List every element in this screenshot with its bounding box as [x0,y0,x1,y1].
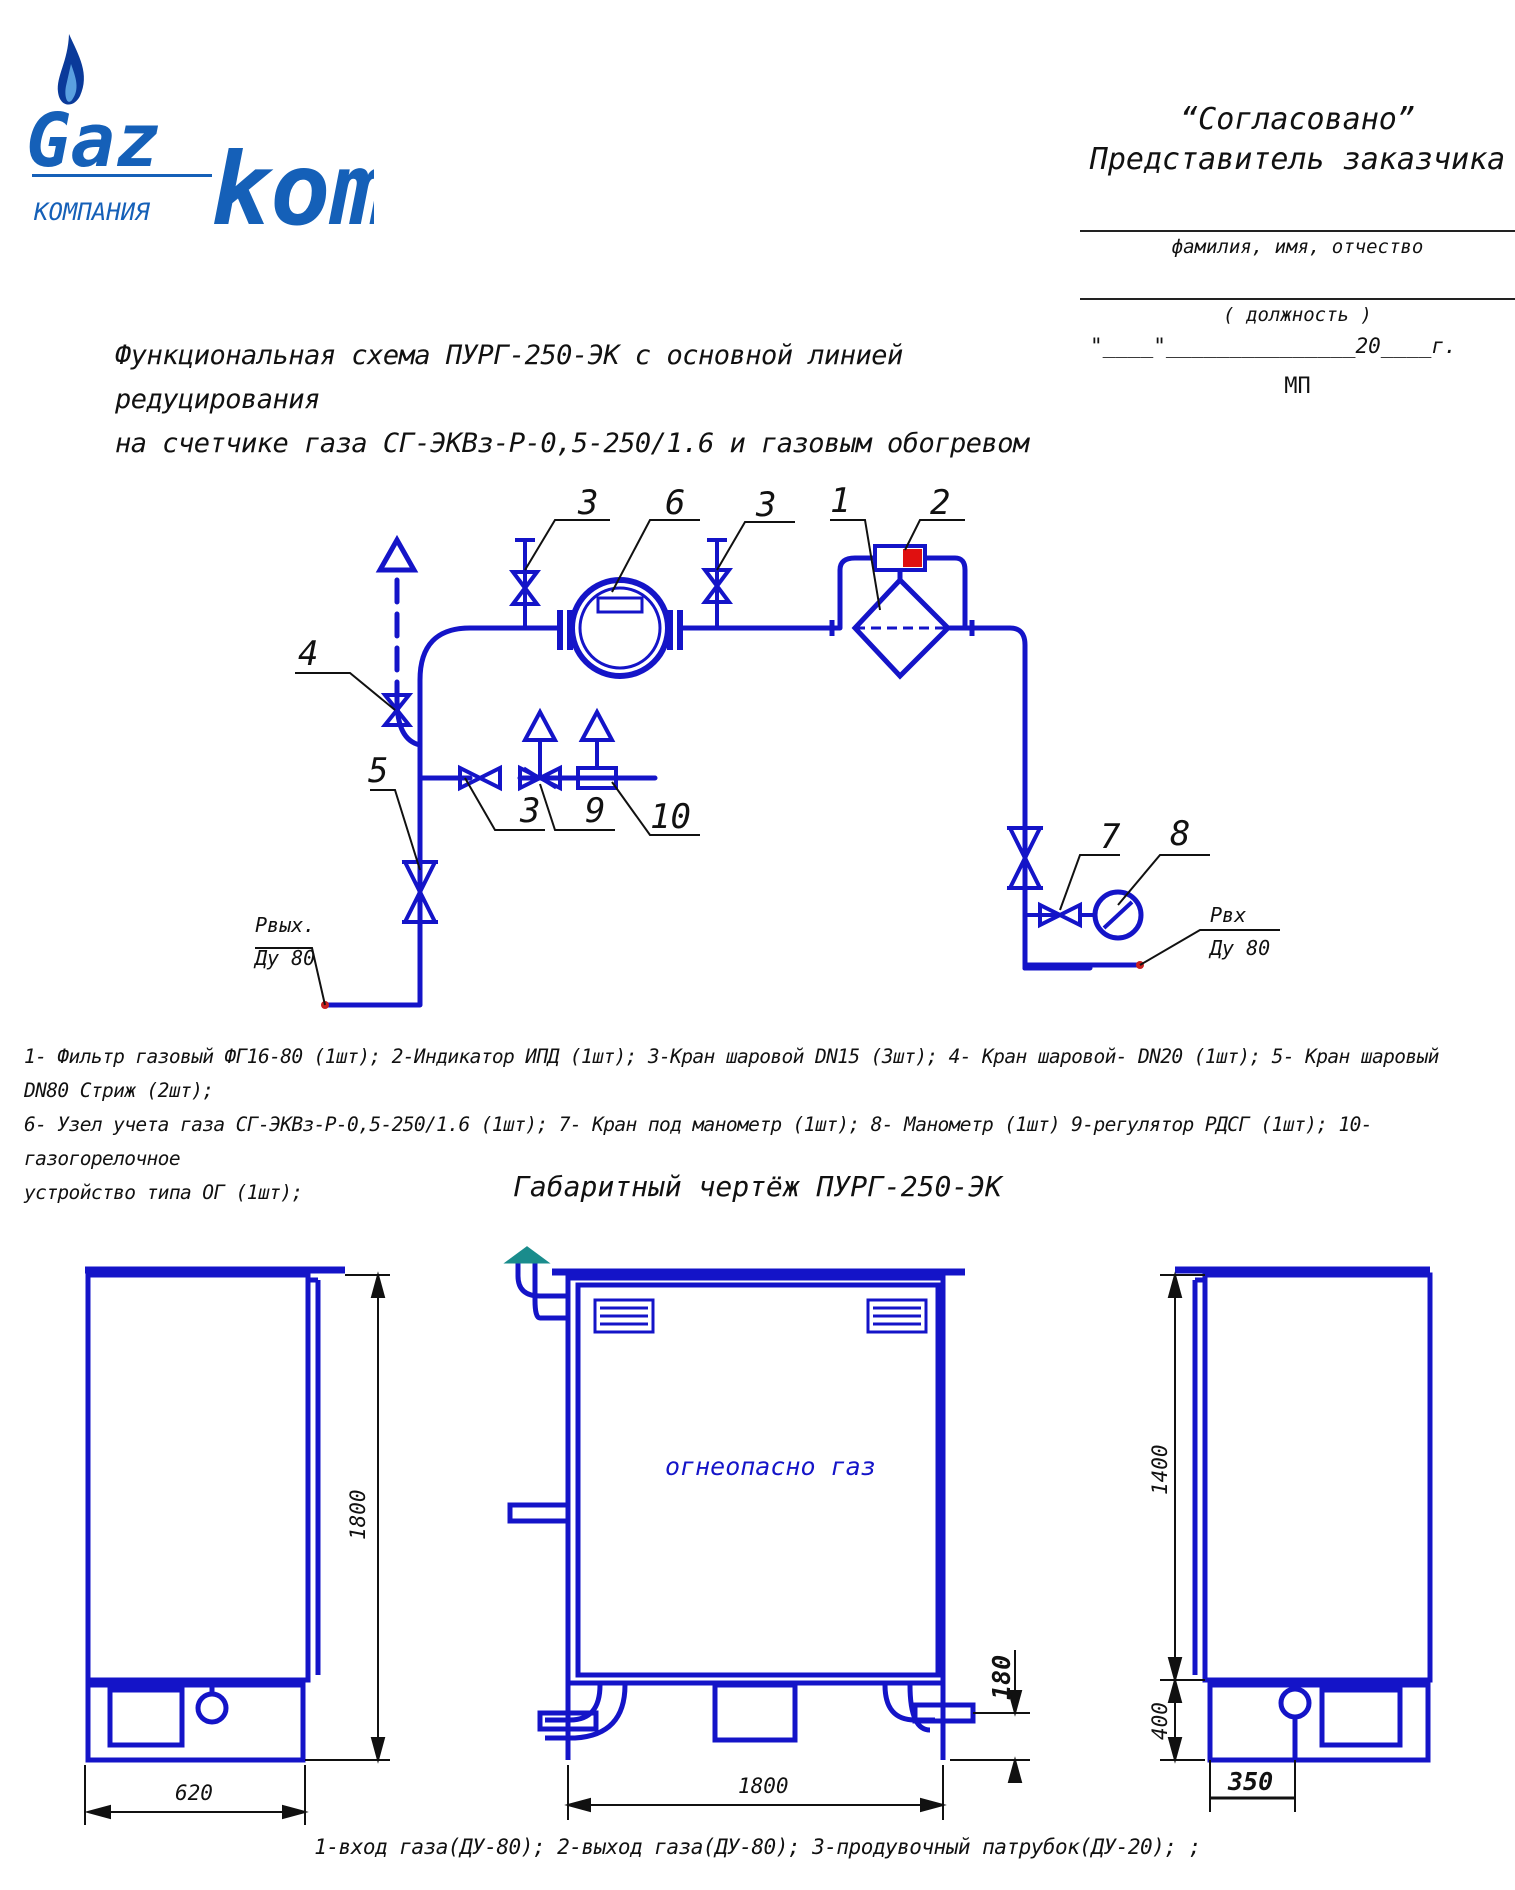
valve-4-icon [380,693,414,727]
valve-3-right-icon [701,538,733,628]
schema-title: Функциональная схема ПУРГ-250-ЭК с основ… [115,334,1075,466]
callout-6: 6 [665,483,685,523]
side-height-label: 1800 [346,1489,370,1540]
signature-line-position [1080,298,1515,300]
right-base-label: 400 [1148,1702,1172,1740]
legend-line-2: 6- Узел учета газа СГ-ЭКВз-Р-0,5-250/1.6… [24,1113,1373,1170]
warning-label: огнеопасно газ [665,1452,876,1481]
right-height-label: 1400 [1148,1444,1172,1495]
callout-2: 2 [930,483,950,523]
outlet-dn-label: Ду 80 [253,946,315,970]
component-legend: 1- Фильтр газовый ФГ16-80 (1шт); 2-Индик… [24,1040,1494,1210]
callout-3-b: 3 [755,485,776,525]
schema-title-line-2: на счетчике газа СГ-ЭКВз-Р-0,5-250/1.6 и… [115,428,1029,459]
callout-5: 5 [368,751,388,791]
outlet-pipe [322,987,423,1008]
callout-10: 10 [650,797,691,837]
callout-3-c: 3 [519,791,540,831]
callout-7: 7 [1100,817,1121,857]
gas-meter-6-icon [557,577,683,679]
valve-5-outlet-icon [401,860,439,924]
legend-line-3: устройство типа ОГ (1шт); [24,1181,303,1204]
approval-title-1: “Согласовано” [1180,102,1415,137]
outlet-pressure-label: Рвых. [255,913,315,937]
gas-filter-1-icon [829,555,975,680]
logo-company-text: КОМПАНИЯ [33,198,150,226]
right-view-cabinet [1175,1266,1433,1763]
valve-3-left-icon [509,538,541,628]
front-pipe-height-label: 180 [987,1655,1016,1700]
company-logo: Gaz КОМПАНИЯ kom [24,34,391,248]
vent-cap-icon [503,1246,551,1264]
logo-gaz-text: Gaz [26,98,160,184]
callout-9: 9 [585,791,605,831]
right-width-label: 350 [1227,1767,1273,1796]
valve-5-inlet-icon [1006,826,1044,890]
indicator-red-mark [903,549,922,567]
functional-scheme: 3 6 3 1 2 4 5 3 9 10 7 8 Рвых. Ду 80 Рвх… [253,481,1280,1009]
vent-arrow-icon [375,534,419,573]
callout-4: 4 [298,634,318,674]
front-view-cabinet [507,1262,976,1760]
manometer-8-icon [1092,889,1144,941]
burner-10-icon [576,707,618,790]
caption-name: фамилия, имя, отчество [1171,236,1424,258]
caption-position: ( должность ) [1223,304,1372,326]
legend-line-1: 1- Фильтр газовый ФГ16-80 (1шт); 2-Индик… [24,1045,1439,1102]
gazkom-logo-icon: Gaz КОМПАНИЯ kom [26,34,391,248]
main-pipe-right [947,625,1093,971]
approval-block: “Согласовано” Представитель заказчика фа… [1080,100,1515,399]
main-pipe-left [417,625,563,843]
stamp-label: МП [1284,374,1311,399]
callout-8: 8 [1170,814,1190,854]
callout-3-a: 3 [577,483,598,523]
inlet-dn-label: Ду 80 [1208,936,1270,960]
logo-kom-text: kom [210,131,374,244]
dimensional-drawings: 620 1800 1800 180 1400 400 350 огнеопасн… [84,1246,1433,1825]
approval-title-2: Представитель заказчика [1089,142,1506,177]
regulator-9-icon [518,707,562,792]
vent-elbow [394,697,423,748]
callout-1: 1 [830,481,850,521]
inlet-pressure-label: Рвх [1210,903,1246,927]
dimensions-title: Габаритный чертёж ПУРГ-250-ЭК [513,1170,1002,1203]
date-field: "____"_______________20____г. [1090,334,1457,358]
schema-title-line-1: Функциональная схема ПУРГ-250-ЭК с основ… [115,340,903,415]
valve-3-branch-icon [458,764,502,792]
side-width-label: 620 [175,1781,213,1805]
side-view-cabinet [85,1266,345,1763]
front-width-label: 1800 [738,1774,789,1798]
connections-note: 1-вход газа(ДУ-80); 2-выход газа(ДУ-80);… [314,1835,1201,1859]
signature-line-name [1080,230,1515,232]
